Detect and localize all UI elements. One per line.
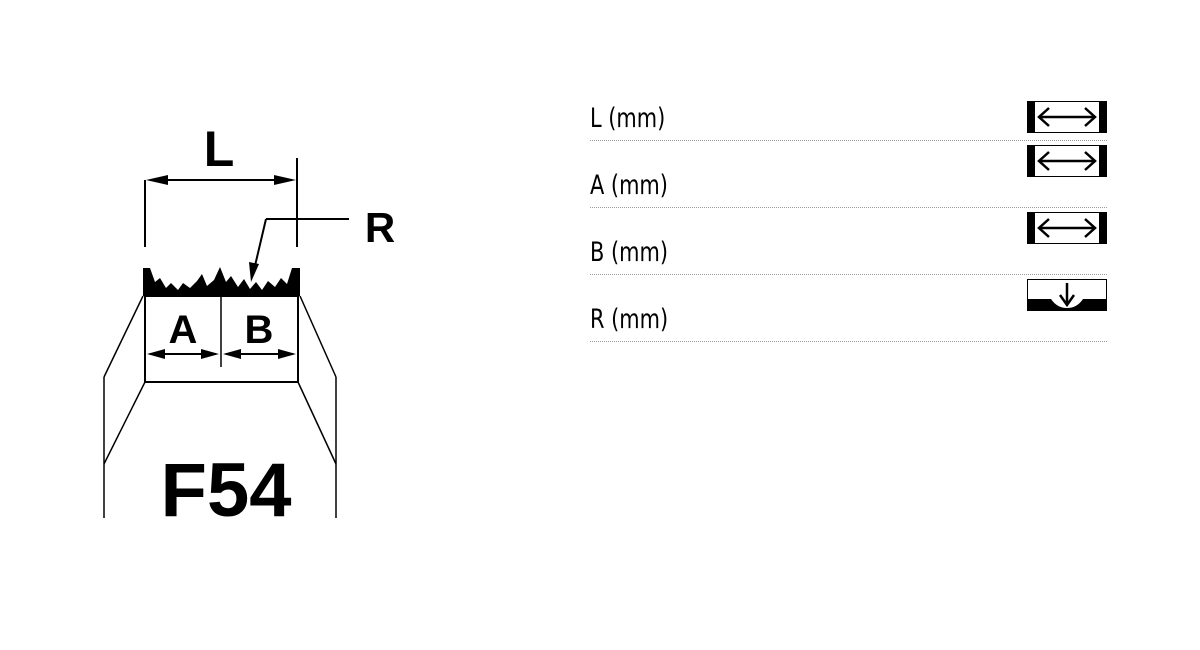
param-label: L (mm) (590, 103, 666, 134)
arrowhead (278, 349, 296, 359)
param-row-a: A (mm) (590, 141, 1107, 208)
radius-arrow-icon (1027, 279, 1107, 311)
arrowhead (147, 349, 165, 359)
arrowhead (146, 175, 168, 185)
param-row-r: R (mm) (590, 275, 1107, 342)
param-row-b: B (mm) (590, 208, 1107, 275)
param-label: A (mm) (590, 170, 668, 201)
label-b: B (245, 308, 274, 352)
arrowhead (274, 175, 296, 185)
parameter-list: L (mm) A (mm) B (mm) (590, 96, 1107, 342)
model-label: F54 (161, 448, 292, 530)
arrowhead (201, 349, 219, 359)
serrated-edge (143, 267, 300, 296)
arrowhead (249, 262, 259, 282)
param-label: R (mm) (590, 304, 669, 335)
arrowhead (223, 349, 241, 359)
outline (103, 381, 146, 465)
outline (299, 295, 337, 378)
width-arrow-icon (1027, 145, 1107, 177)
profile-diagram: L R A B F54 (103, 121, 395, 530)
width-arrow-icon (1027, 212, 1107, 244)
label-l: L (204, 121, 235, 177)
outline (103, 295, 144, 378)
param-label: B (mm) (590, 237, 668, 268)
param-row-l: L (mm) (590, 96, 1107, 141)
label-a: A (169, 308, 198, 352)
width-arrow-icon (1027, 101, 1107, 133)
outline (297, 381, 337, 465)
leader-line (253, 218, 267, 271)
label-r: R (365, 204, 395, 251)
